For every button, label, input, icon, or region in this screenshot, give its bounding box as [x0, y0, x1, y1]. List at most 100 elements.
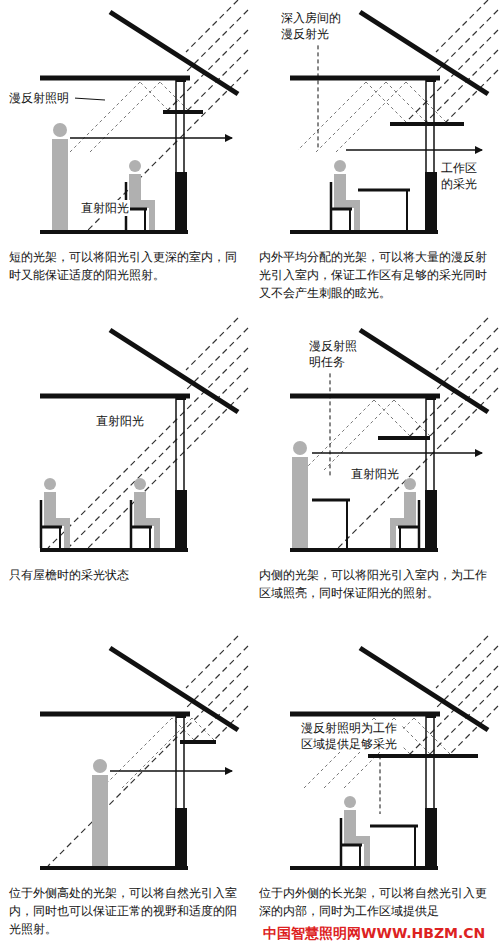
wall: [425, 172, 437, 232]
diffuse-light: [122, 718, 192, 788]
callout-label: 漫反射照明为工作区域提供足够采光: [300, 720, 402, 752]
window-head: [426, 398, 436, 400]
seated-person: [44, 478, 56, 490]
chair: [340, 818, 343, 866]
diffuse-light: [102, 718, 172, 788]
diffuse-light: [192, 718, 214, 740]
chair: [149, 527, 151, 548]
standing-person: [293, 441, 307, 455]
callout-label: 直射阳光: [350, 466, 400, 482]
sun-ray: [186, 0, 238, 52]
wall: [425, 808, 437, 868]
caption: 内侧的光架，可以将阳光引入室内，为工作区域照亮，同时保证阳光的照射。: [258, 566, 494, 602]
diffuse-light: [336, 82, 406, 152]
floor: [40, 548, 188, 552]
callout-label: 漫反射照明任务: [308, 338, 362, 370]
seated-person: [364, 836, 370, 866]
sun-ray: [446, 70, 498, 122]
diffuse-light: [414, 718, 450, 754]
chair: [349, 209, 351, 230]
desk-leg: [346, 500, 348, 548]
window-frame: [433, 80, 435, 175]
seated-person: [44, 492, 56, 522]
callout-label: 漫反射照明: [8, 90, 72, 106]
sun-ray: [194, 686, 248, 740]
window-frame: [425, 80, 427, 175]
seated-person: [404, 492, 416, 522]
caption: 内外平均分配的光架，可以将大量的漫反射光引入室内，保证工作区有足够的采光同时又不…: [258, 248, 494, 302]
sun-ray: [436, 328, 498, 390]
sight-arrow: [346, 149, 482, 150]
wall: [175, 808, 187, 868]
wall: [425, 490, 437, 550]
chair: [40, 500, 43, 548]
ceiling: [290, 76, 440, 81]
standing-person: [292, 457, 308, 548]
floor: [40, 230, 188, 234]
leader-line: [318, 45, 319, 150]
seated-person: [134, 492, 146, 522]
window-frame: [433, 716, 435, 811]
light-shelf: [163, 110, 203, 114]
light-shelf: [368, 754, 478, 758]
leader-line: [380, 755, 381, 814]
window-frame: [425, 716, 427, 811]
caption: 位于内外侧的长光架，可以将自然光引入更深的内部，同时为工作区域提供足: [258, 884, 494, 920]
sun-ray: [436, 318, 488, 370]
window-head: [176, 716, 186, 718]
chair: [130, 500, 133, 548]
sight-arrow: [110, 770, 232, 771]
chair: [359, 845, 361, 866]
leader-line: [330, 373, 331, 478]
seated-person: [129, 160, 141, 172]
window-head: [426, 716, 436, 718]
desk: [312, 499, 350, 502]
floor: [40, 866, 188, 870]
light-shelf: [390, 122, 464, 126]
chair: [418, 500, 421, 548]
desk: [358, 189, 410, 192]
callout-label: 直射阳光: [95, 413, 145, 429]
standing-person: [53, 123, 67, 137]
window-frame: [175, 80, 177, 175]
diffuse-light: [374, 400, 410, 436]
roof: [110, 648, 238, 730]
chair: [331, 208, 352, 211]
seated-person: [354, 200, 360, 230]
sun-ray: [186, 646, 248, 708]
roof: [360, 648, 488, 730]
sun-ray: [186, 328, 248, 390]
roof: [110, 330, 238, 412]
watermark: 中国智慧照明网WWW.HBZM.CN: [262, 924, 486, 943]
caption: 只有屋檐时的采光状态: [8, 566, 244, 584]
seated-person: [149, 200, 155, 230]
diffuse-light: [324, 400, 394, 470]
caption: 短的光架，可以将阳光引入更深的室内，同时又能保证适度的阳光照射。: [8, 248, 244, 284]
sight-arrow: [70, 137, 232, 138]
roof: [360, 12, 488, 94]
chair: [330, 182, 333, 230]
seated-person: [404, 478, 416, 490]
seated-person: [344, 796, 356, 808]
sun-ray: [88, 388, 248, 548]
diffuse-light: [70, 82, 140, 152]
desk-leg: [414, 826, 416, 866]
sun-ray: [436, 0, 488, 52]
sun-ray: [338, 388, 498, 548]
ceiling: [290, 394, 440, 399]
window-frame: [175, 398, 177, 493]
chair: [341, 844, 362, 847]
floor: [290, 230, 438, 234]
roof: [110, 12, 238, 94]
sun-ray: [430, 368, 498, 436]
diffuse-light: [304, 400, 374, 470]
window-frame: [183, 716, 185, 811]
standing-person: [93, 759, 107, 773]
chair: [144, 209, 146, 230]
seated-person: [334, 160, 346, 172]
sun-ray: [168, 30, 248, 110]
window-frame: [183, 398, 185, 493]
chair: [59, 527, 61, 548]
ceiling: [40, 394, 190, 399]
